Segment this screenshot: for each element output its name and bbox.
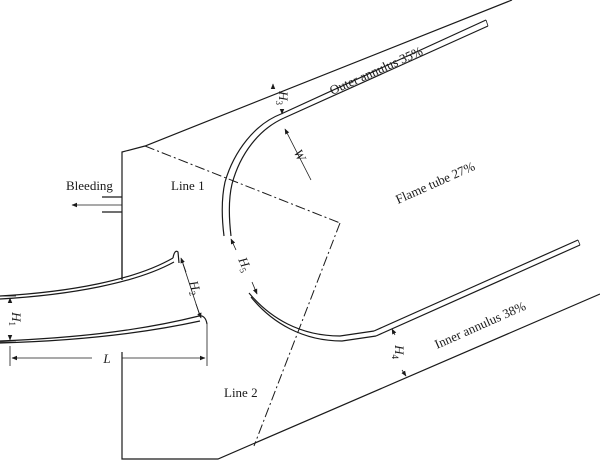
dim-h2: H2 (180, 257, 205, 319)
l-letter: L (102, 351, 110, 366)
h1-letter: H (9, 311, 24, 322)
h3-sub: 3 (274, 100, 284, 105)
liner-dome (221, 113, 377, 342)
svg-text:H3: H3 (274, 90, 291, 105)
bleed-port (71, 196, 122, 213)
line-2-label: Line 2 (224, 385, 258, 400)
w-letter: W (291, 147, 310, 165)
svg-text:H2: H2 (184, 278, 205, 297)
h4-sub: 4 (390, 354, 400, 359)
inner-annulus-label: Inner annulus 38% (432, 298, 528, 352)
liner-outer-wall (280, 19, 489, 119)
line-1-path (144, 145, 341, 224)
liner-inner-wall (373, 239, 581, 337)
line-2-path (253, 222, 341, 447)
h5-sub: 5 (238, 266, 249, 275)
dim-h1: H1 (0, 295, 24, 343)
svg-text:H4: H4 (390, 344, 407, 359)
svg-text:H5: H5 (233, 254, 255, 275)
h1-sub: 1 (7, 321, 17, 326)
pre-diffuser (0, 250, 208, 344)
flame-tube-label: Flame tube 27% (393, 158, 477, 206)
outer-casing (121, 0, 513, 280)
bleeding-label: Bleeding (66, 178, 113, 193)
h4-letter: H (392, 344, 407, 355)
inner-casing (121, 293, 600, 460)
outer-annulus-label: Outer annulus 35% (327, 43, 425, 98)
dim-h5: H5 (230, 238, 258, 295)
h3-letter: H (276, 90, 291, 101)
dim-h4: H4 (390, 328, 407, 377)
dim-w: W (284, 128, 312, 181)
dim-h3: H3 (270, 83, 291, 115)
line-1-label: Line 1 (171, 178, 205, 193)
svg-text:H1: H1 (7, 311, 24, 326)
h2-sub: 2 (187, 290, 198, 297)
dim-l: L (9, 324, 208, 366)
